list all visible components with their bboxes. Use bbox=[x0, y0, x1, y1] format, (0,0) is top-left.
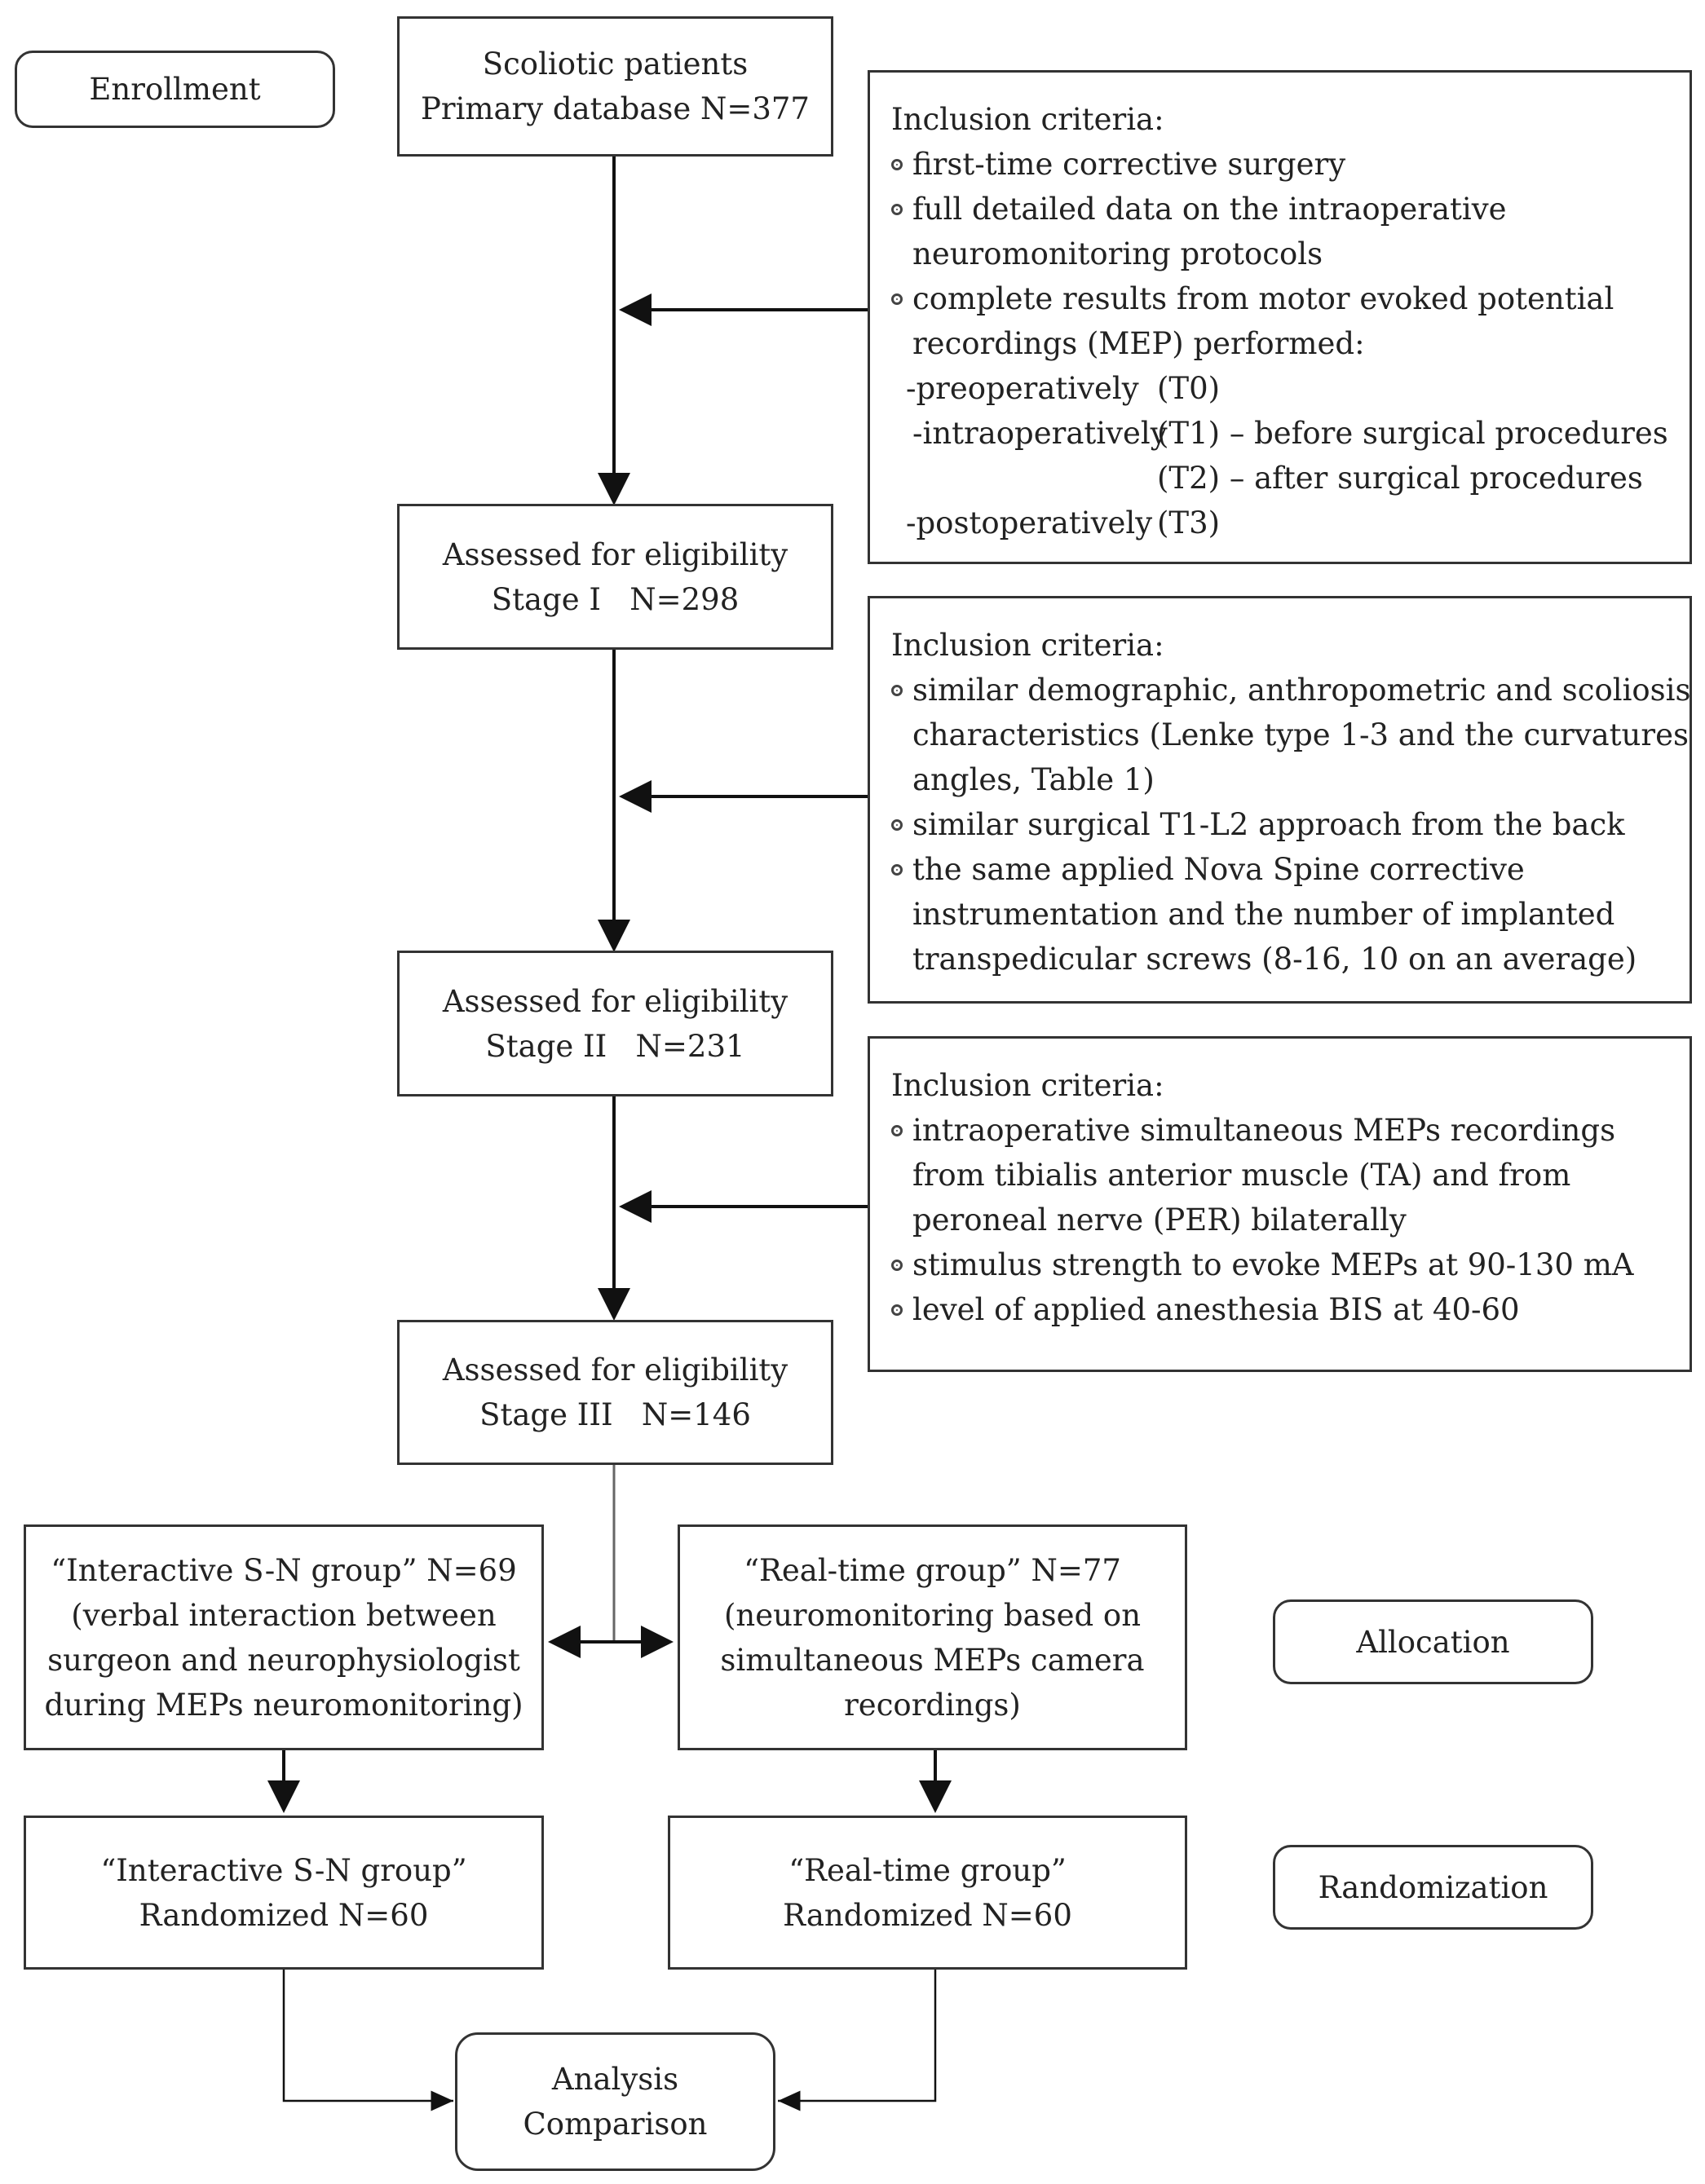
inclusion-criteria-box-1: Inclusion criteria: first-time correctiv… bbox=[868, 70, 1692, 564]
interactive-line3: surgeon and neurophysiologist bbox=[47, 1642, 520, 1678]
criteria1-item3-cont: recordings (MEP) performed: bbox=[912, 326, 1365, 361]
criteria2-item3-cont2: transpedicular screws (8-16, 10 on an av… bbox=[912, 942, 1637, 977]
primary-line2: Primary database N=377 bbox=[421, 91, 810, 126]
enrollment-label: Enrollment bbox=[15, 51, 335, 128]
primary-database-box: Scoliotic patients Primary database N=37… bbox=[397, 16, 833, 157]
stage3-box: Assessed for eligibility Stage III N=146 bbox=[397, 1320, 833, 1465]
enrollment-text: Enrollment bbox=[89, 72, 261, 107]
analysis-line1: Analysis bbox=[551, 2062, 679, 2097]
criteria1-item2: full detailed data on the intraoperative bbox=[891, 187, 1668, 232]
interactive-line2: (verbal interaction between bbox=[71, 1597, 497, 1633]
criteria3-item1: intraoperative simultaneous MEPs recordi… bbox=[891, 1108, 1668, 1153]
stage2-box: Assessed for eligibility Stage II N=231 bbox=[397, 951, 833, 1096]
interactive-randomized-line1: “Interactive S-N group” bbox=[100, 1852, 467, 1888]
bullet-icon bbox=[891, 1124, 903, 1136]
realtime-randomized-box: “Real-time group” Randomized N=60 bbox=[668, 1816, 1187, 1970]
realtime-randomized-line2: Randomized N=60 bbox=[783, 1897, 1072, 1933]
interactive-randomized-box: “Interactive S-N group” Randomized N=60 bbox=[24, 1816, 544, 1970]
interactive-line1: “Interactive S-N group” N=69 bbox=[51, 1552, 517, 1588]
bullet-icon bbox=[891, 203, 903, 215]
stage1-line1: Assessed for eligibility bbox=[442, 536, 788, 572]
interactive-randomized-line2: Randomized N=60 bbox=[139, 1897, 429, 1933]
criteria1-item3: complete results from motor evoked poten… bbox=[891, 276, 1668, 321]
realtime-randomized-line1: “Real-time group” bbox=[788, 1852, 1067, 1888]
interactive-group-box: “Interactive S-N group” N=69 (verbal int… bbox=[24, 1524, 544, 1750]
primary-line1: Scoliotic patients bbox=[482, 46, 749, 82]
analysis-box: Analysis Comparison bbox=[455, 2032, 775, 2171]
allocation-label: Allocation bbox=[1273, 1599, 1593, 1684]
criteria3-item2: stimulus strength to evoke MEPs at 90-13… bbox=[891, 1242, 1668, 1287]
arrow-right-to-analysis bbox=[778, 1970, 937, 2111]
inclusion-criteria-box-3: Inclusion criteria: intraoperative simul… bbox=[868, 1036, 1692, 1372]
bullet-icon bbox=[891, 684, 903, 696]
bullet-icon bbox=[891, 1304, 903, 1316]
criteria1-header: Inclusion criteria: bbox=[891, 102, 1164, 137]
analysis-line2: Comparison bbox=[523, 2107, 708, 2142]
criteria2-item2: similar surgical T1-L2 approach from the… bbox=[891, 802, 1668, 847]
criteria2-item3: the same applied Nova Spine corrective bbox=[891, 847, 1668, 892]
arrow-left-to-analysis bbox=[282, 1970, 453, 2111]
stage3-line1: Assessed for eligibility bbox=[442, 1352, 788, 1388]
realtime-group-box: “Real-time group” N=77 (neuromonitoring … bbox=[678, 1524, 1187, 1750]
stage2-line2: Stage II N=231 bbox=[485, 1028, 745, 1064]
randomization-label: Randomization bbox=[1273, 1845, 1593, 1930]
criteria1-item1: first-time corrective surgery bbox=[891, 142, 1668, 187]
bullet-icon bbox=[891, 818, 903, 831]
criteria1-item2-cont: neuromonitoring protocols bbox=[912, 236, 1323, 271]
criteria1-t2: (T2) – after surgical procedures bbox=[1157, 461, 1643, 496]
inclusion-criteria-box-2: Inclusion criteria: similar demographic,… bbox=[868, 596, 1692, 1004]
bullet-icon bbox=[891, 293, 903, 305]
criteria3-header: Inclusion criteria: bbox=[891, 1068, 1164, 1103]
criteria3-item3: level of applied anesthesia BIS at 40-60 bbox=[891, 1287, 1668, 1332]
randomization-text: Randomization bbox=[1318, 1869, 1548, 1905]
criteria2-item1-cont2: angles, Table 1) bbox=[912, 762, 1155, 797]
criteria3-item1-cont1: from tibialis anterior muscle (TA) and f… bbox=[912, 1158, 1571, 1193]
interactive-line4: during MEPs neuromonitoring) bbox=[44, 1687, 523, 1723]
criteria1-t1: -intraoperatively(T1) – before surgical … bbox=[912, 416, 1668, 451]
allocation-text: Allocation bbox=[1356, 1624, 1510, 1660]
realtime-line2: (neuromonitoring based on bbox=[723, 1597, 1142, 1633]
bullet-icon bbox=[891, 863, 903, 876]
stage2-line1: Assessed for eligibility bbox=[442, 983, 788, 1019]
bullet-icon bbox=[891, 1259, 903, 1271]
stage1-box: Assessed for eligibility Stage I N=298 bbox=[397, 504, 833, 650]
criteria2-item3-cont1: instrumentation and the number of implan… bbox=[912, 897, 1615, 932]
realtime-line1: “Real-time group” N=77 bbox=[744, 1552, 1121, 1588]
criteria1-t0: -preoperatively(T0) bbox=[906, 371, 1221, 406]
criteria2-item1: similar demographic, anthropometric and … bbox=[891, 668, 1690, 713]
realtime-line4: recordings) bbox=[844, 1687, 1021, 1723]
bullet-icon bbox=[891, 158, 903, 170]
criteria3-item1-cont2: peroneal nerve (PER) bilaterally bbox=[912, 1202, 1407, 1238]
criteria2-header: Inclusion criteria: bbox=[891, 628, 1164, 663]
criteria2-item1-cont1: characteristics (Lenke type 1-3 and the … bbox=[912, 717, 1689, 752]
criteria1-t3: -postoperatively(T3) bbox=[906, 505, 1221, 540]
stage3-line2: Stage III N=146 bbox=[479, 1397, 751, 1432]
realtime-line3: simultaneous MEPs camera bbox=[720, 1642, 1145, 1678]
stage1-line2: Stage I N=298 bbox=[491, 581, 740, 617]
